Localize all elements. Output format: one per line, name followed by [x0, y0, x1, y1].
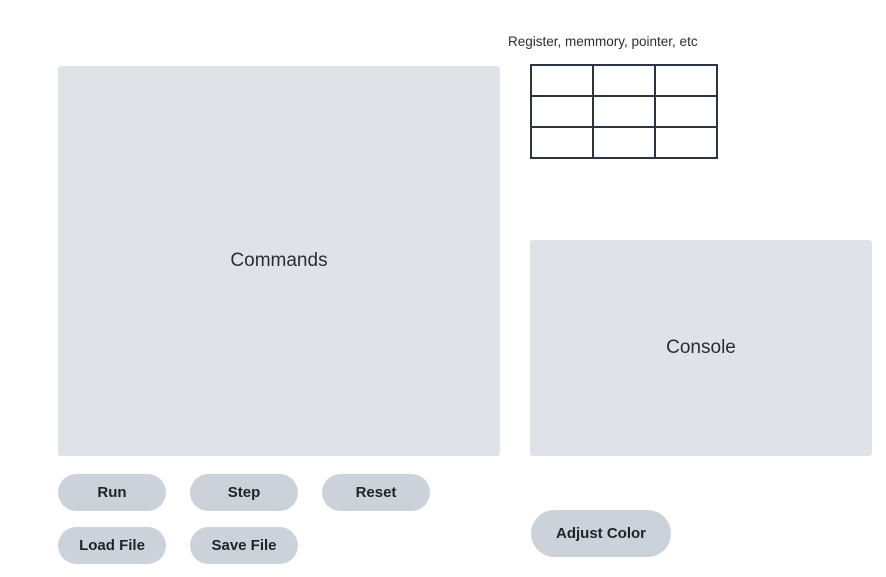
registers-row [530, 95, 718, 128]
registers-cell [592, 95, 656, 128]
registers-row [530, 126, 718, 159]
save-file-button[interactable]: Save File [190, 527, 298, 564]
registers-cell [530, 95, 594, 128]
console-panel[interactable]: Console [530, 240, 872, 456]
run-button[interactable]: Run [58, 474, 166, 511]
registers-cell [592, 64, 656, 97]
registers-cell [654, 126, 718, 159]
registers-cell [530, 64, 594, 97]
console-label: Console [666, 337, 736, 358]
registers-cell [654, 64, 718, 97]
registers-cell [654, 95, 718, 128]
reset-button[interactable]: Reset [322, 474, 430, 511]
registers-row [530, 64, 718, 97]
commands-label: Commands [230, 250, 328, 271]
registers-cell [530, 126, 594, 159]
step-button[interactable]: Step [190, 474, 298, 511]
load-file-button[interactable]: Load File [58, 527, 166, 564]
registers-cell [592, 126, 656, 159]
adjust-color-button[interactable]: Adjust Color [531, 510, 671, 557]
commands-panel[interactable]: Commands [58, 66, 500, 456]
registers-caption: Register, memmory, pointer, etc [508, 34, 698, 49]
registers-grid [530, 64, 718, 159]
